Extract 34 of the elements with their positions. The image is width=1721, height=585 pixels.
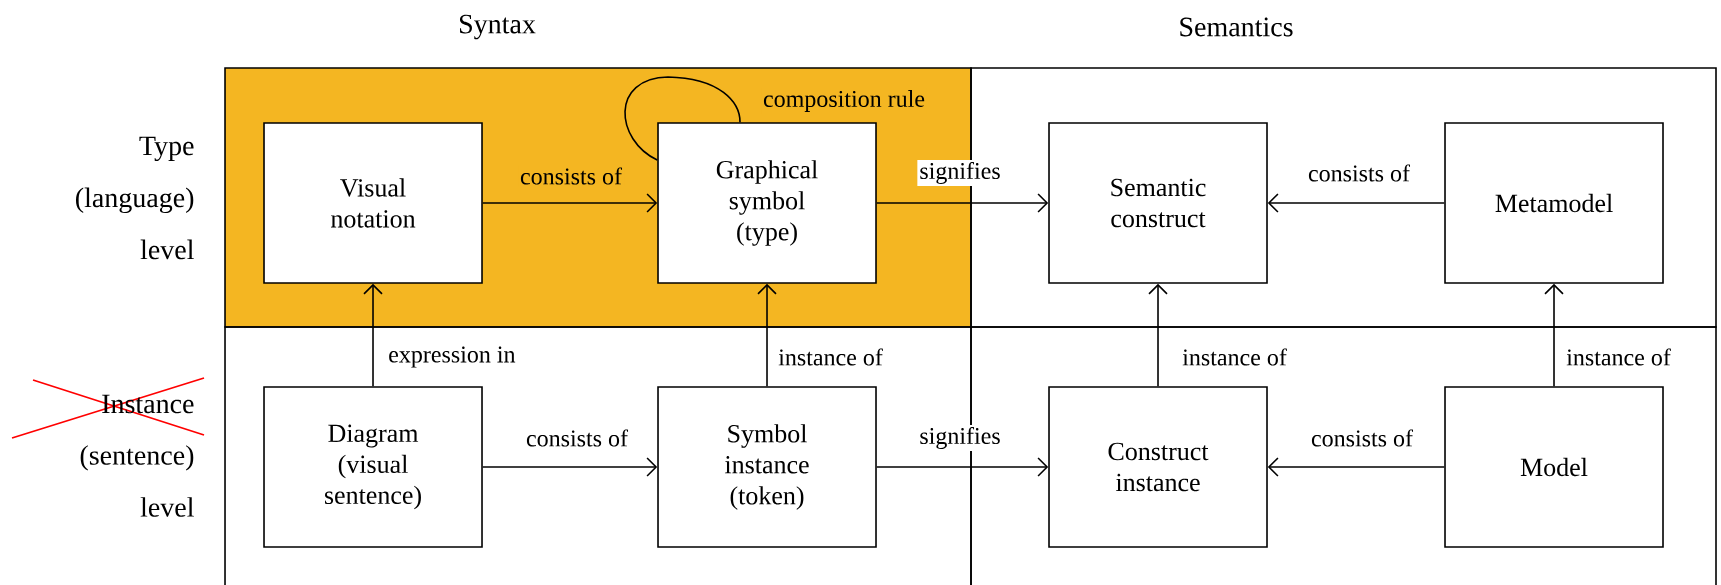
- concept-box: Semantic construct: [1048, 122, 1268, 284]
- loop-line: [624, 76, 741, 161]
- arrow: [1267, 193, 1445, 213]
- arrow: [876, 457, 1049, 477]
- arrow: [1544, 283, 1564, 387]
- arrow: [1148, 283, 1168, 387]
- edge-label: consists of: [524, 427, 630, 449]
- arrow: [363, 283, 383, 387]
- column-heading: Syntax: [460, 14, 536, 40]
- concept-box: Metamodel: [1444, 122, 1664, 284]
- concept-box: Symbol instance (token): [657, 386, 877, 548]
- edge-label: consists of: [1306, 162, 1412, 184]
- column-heading: Semantics: [1180, 17, 1293, 37]
- edge-label: instance of: [1564, 346, 1673, 368]
- concept-box: Graphical symbol (type): [657, 122, 877, 284]
- arrow: [757, 283, 777, 387]
- concept-box: Construct instance: [1048, 386, 1268, 548]
- concept-box: Diagram (visual sentence): [263, 386, 483, 548]
- concept-box: Visual notation: [263, 122, 483, 284]
- edge-label: composition rule: [761, 88, 927, 114]
- edge-label: consists of: [1309, 427, 1415, 449]
- edge-label: instance of: [776, 346, 885, 368]
- concept-box: Model: [1444, 386, 1664, 548]
- row-label: (sentence) level: [80, 445, 194, 517]
- edge-label: signifies: [917, 424, 1003, 452]
- edge-label: expression in: [386, 344, 518, 370]
- row-label: Type (language) level: [76, 136, 194, 260]
- edge-label: signifies: [917, 159, 1003, 187]
- arrow: [482, 457, 658, 477]
- arrow: [482, 193, 658, 213]
- edge-label: consists of: [518, 165, 624, 187]
- arrow: [876, 193, 1049, 213]
- edge-label: instance of: [1180, 346, 1289, 368]
- arrow: [1267, 457, 1445, 477]
